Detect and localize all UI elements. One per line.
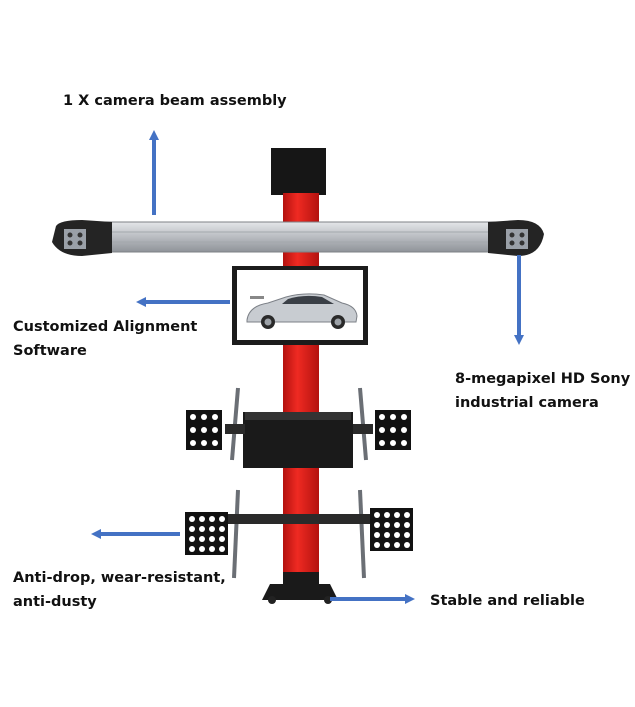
target-lower-left	[185, 512, 228, 555]
label-antidrop-line2: anti-dusty	[13, 594, 97, 610]
label-stable-text: Stable and reliable	[430, 593, 585, 609]
label-sony-camera: 8-megapixel HD Sony industrial camera	[455, 367, 630, 415]
label-antidrop-line1: Anti-drop, wear-resistant,	[13, 570, 226, 586]
label-software-line2: Software	[13, 343, 87, 359]
column-base	[262, 572, 338, 604]
left-camera	[52, 220, 112, 256]
label-software-line1: Customized Alignment	[13, 319, 198, 335]
target-lower-right	[370, 508, 413, 551]
target-upper-left	[186, 410, 222, 450]
target-upper-right	[375, 410, 411, 450]
label-camera-beam: 1 X camera beam assembly	[63, 89, 287, 113]
control-box	[243, 412, 353, 468]
camera-beam	[69, 221, 531, 253]
column-cap	[271, 148, 326, 195]
label-sony-line1: 8-megapixel HD Sony	[455, 371, 631, 387]
monitor	[232, 266, 368, 345]
right-camera	[488, 220, 544, 256]
label-software: Customized Alignment Software	[13, 315, 197, 363]
label-camera-beam-text: 1 X camera beam assembly	[63, 93, 287, 109]
clamp-bars	[225, 424, 373, 524]
label-stable: Stable and reliable	[430, 589, 585, 613]
label-antidrop: Anti-drop, wear-resistant, anti-dusty	[13, 566, 226, 614]
label-sony-line2: industrial camera	[455, 395, 599, 411]
